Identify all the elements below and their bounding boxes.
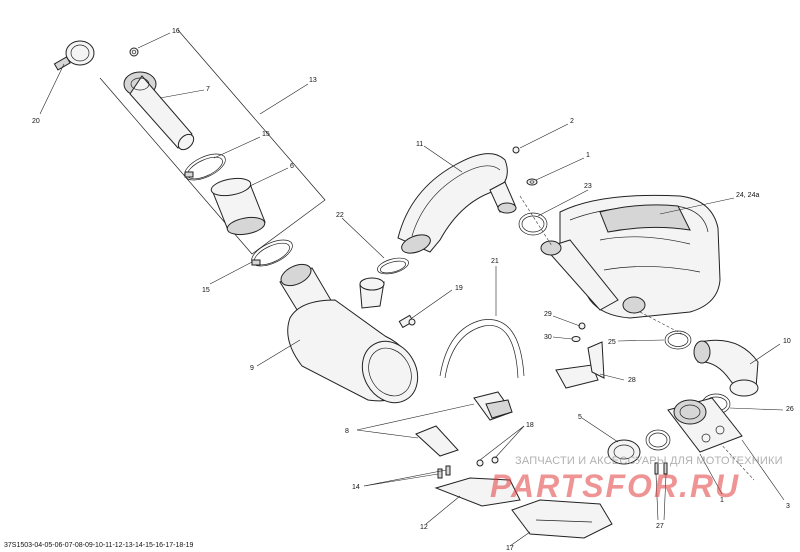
part-11-exhaust-pipe: [397, 153, 517, 254]
callout-3: 3: [786, 503, 790, 510]
callout-15-lower: 15: [202, 287, 210, 294]
part-25-clamp: [664, 330, 692, 350]
part-1-washer-upper: [526, 178, 538, 186]
part-8-heat-shields: [415, 391, 513, 457]
part-15-clamp-lower: [251, 239, 293, 267]
part-29-nut: [578, 322, 586, 330]
part-10-elbow-pipe: [693, 339, 759, 397]
callout-16: 16: [172, 28, 180, 35]
callout-23: 23: [584, 183, 592, 190]
part-19-sensor: [398, 314, 416, 329]
part-18-fasteners: [476, 456, 499, 467]
callout-9: 9: [250, 365, 254, 372]
part-21-strap: [439, 319, 525, 379]
part-4-gasket-ring: [645, 429, 671, 451]
part-12-lower-shield: [434, 477, 521, 507]
callout-19: 19: [455, 285, 463, 292]
callout-30: 30: [544, 334, 552, 341]
part-15-clamp-upper: [184, 153, 226, 181]
part-27-bolt-pair: [654, 462, 668, 475]
callout-8: 8: [345, 428, 349, 435]
watermark-text: ЗАПЧАСТИ И АКСЕССУАРЫ ДЛЯ МОТОТЕХНИКИ: [515, 455, 783, 467]
part-27-flange-assembly: [667, 397, 743, 453]
assembly-line-a: [519, 195, 553, 247]
group-13-frame: [99, 29, 326, 255]
callout-17: 17: [506, 545, 514, 552]
callout-20: 20: [32, 118, 40, 125]
callout-10: 10: [783, 338, 791, 345]
callout-labels: 20 16 7 13 15 6 15 9 22 19 21 11 2 1 23 …: [32, 28, 794, 552]
callout-27: 27: [656, 523, 664, 530]
callout-12: 12: [420, 524, 428, 531]
callout-18: 18: [526, 422, 534, 429]
callout-1-upper: 1: [586, 152, 590, 159]
part-30-washer: [571, 336, 581, 342]
part-6-sleeve: [210, 177, 266, 236]
part-5-gasket: [607, 439, 641, 465]
part-24-resonator: [540, 194, 721, 319]
part-7-tail-pipe: [123, 71, 195, 151]
part-20-clamp: [53, 40, 95, 71]
callout-25: 25: [608, 339, 616, 346]
callout-21: 21: [491, 258, 499, 265]
watermark-logo: PARTSFOR.RU: [490, 468, 741, 504]
callout-5: 5: [578, 414, 582, 421]
callout-14: 14: [352, 484, 360, 491]
part-17-lower-plate: [511, 499, 613, 539]
part-28-bracket: [555, 341, 605, 389]
callout-15-upper: 15: [262, 131, 270, 138]
callout-24: 24, 24a: [736, 192, 759, 199]
leader-lines: [39, 32, 785, 547]
part-23-clamp: [518, 212, 548, 236]
part-9-muffler: [279, 263, 419, 404]
callout-1-lower: 1: [720, 497, 724, 504]
part-2-bolt: [512, 146, 520, 154]
callout-13: 13: [309, 77, 317, 84]
callout-22: 22: [336, 212, 344, 219]
callout-29: 29: [544, 311, 552, 318]
drawing-code: 37S1503-04-05-06-07-08-09-10-11-12-13-14…: [4, 542, 194, 549]
callout-2: 2: [570, 118, 574, 125]
part-16-nut: [129, 47, 139, 57]
callout-6: 6: [290, 163, 294, 170]
callout-11: 11: [416, 141, 423, 148]
callout-26: 26: [786, 406, 794, 413]
part-22-clamp: [377, 257, 409, 275]
assembly-line-b: [639, 311, 685, 336]
part-14-screws: [437, 465, 451, 479]
callout-28: 28: [628, 377, 636, 384]
callout-7: 7: [206, 86, 210, 93]
